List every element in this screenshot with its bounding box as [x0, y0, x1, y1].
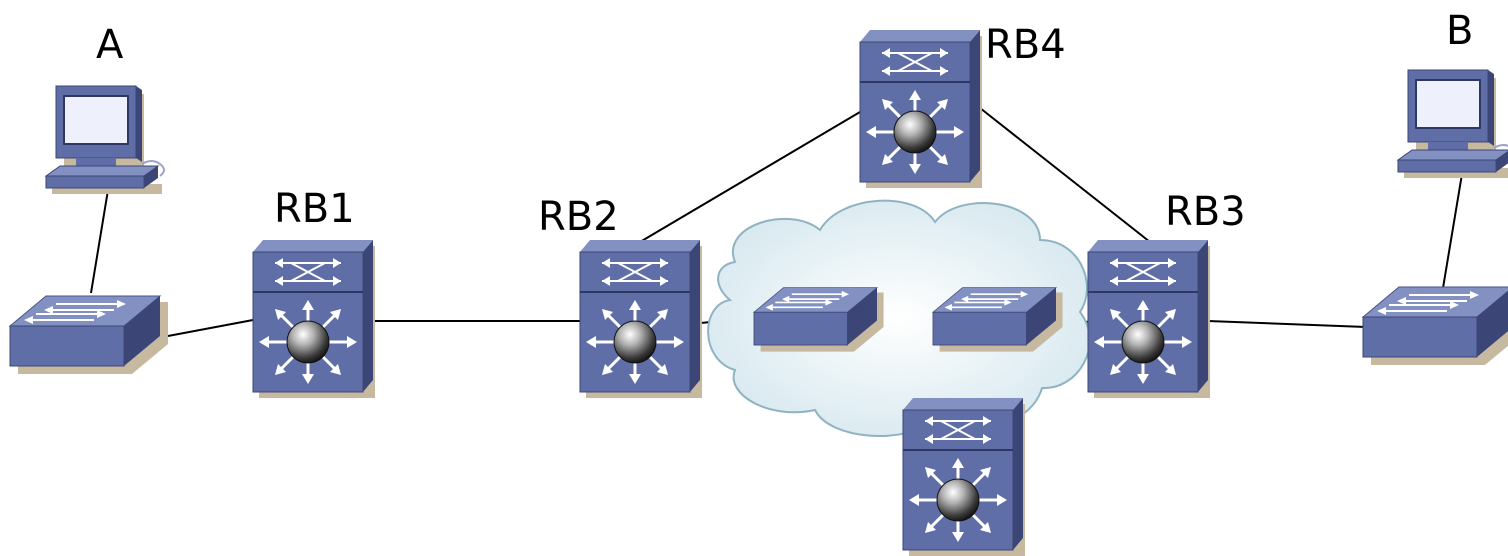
computer-icon: [1397, 69, 1508, 179]
multilayer-switch-icon: [901, 396, 1027, 556]
link-a-bridge: [90, 189, 109, 294]
link-bridge-b: [1442, 173, 1463, 289]
multilayer-switch-icon: [251, 238, 377, 400]
rb2-label: RB2: [538, 194, 619, 240]
rb3-label: RB3: [1165, 189, 1246, 235]
host-b-label: B: [1446, 8, 1473, 54]
rb1-label: RB1: [274, 186, 355, 232]
multilayer-switch-icon: [858, 28, 984, 190]
link-bridge-rb1: [167, 319, 254, 337]
switch-icon: [932, 286, 1064, 353]
link-rb2-rb4: [639, 111, 861, 243]
switch-icon: [1362, 286, 1508, 366]
multilayer-switch-icon: [578, 238, 704, 400]
computer-icon: [45, 85, 165, 195]
multilayer-switch-icon: [1086, 238, 1212, 400]
link-rb3-bridge: [1207, 320, 1367, 328]
link-rb4-rb3: [979, 107, 1151, 243]
host-a-label: A: [96, 22, 124, 68]
switch-icon: [753, 286, 885, 353]
lan-cloud: [707, 199, 1091, 437]
rb4-label: RB4: [985, 22, 1066, 68]
switch-icon: [9, 295, 169, 375]
